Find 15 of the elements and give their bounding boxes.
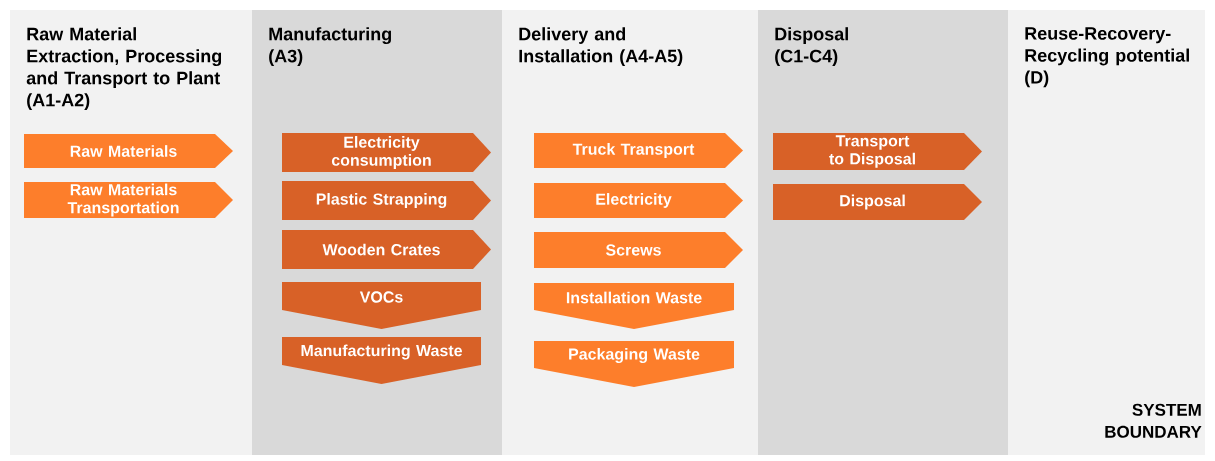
pentagon-box: Raw Materials Transportation — [24, 182, 233, 218]
banner-box: Manufacturing Waste — [282, 337, 481, 384]
pentagon-box: Screws — [534, 232, 743, 268]
banner-box: VOCs — [282, 282, 481, 329]
banner-box: Packaging Waste — [534, 341, 734, 387]
pentagon-box: Wooden Crates — [282, 230, 491, 269]
pentagon-box: Raw Materials — [24, 134, 233, 168]
banner-box: Installation Waste — [534, 283, 734, 329]
pentagon-box: Electricity — [534, 183, 743, 218]
pentagon-box: Plastic Strapping — [282, 181, 491, 220]
boundary-label: SYSTEM BOUNDARY — [1105, 403, 1202, 438]
pentagon-box: Disposal — [773, 184, 982, 220]
pentagon-box: Transport to Disposal — [773, 133, 982, 170]
pentagon-box: Truck Transport — [534, 133, 743, 168]
pentagon-box: Electricity consumption — [282, 133, 491, 172]
